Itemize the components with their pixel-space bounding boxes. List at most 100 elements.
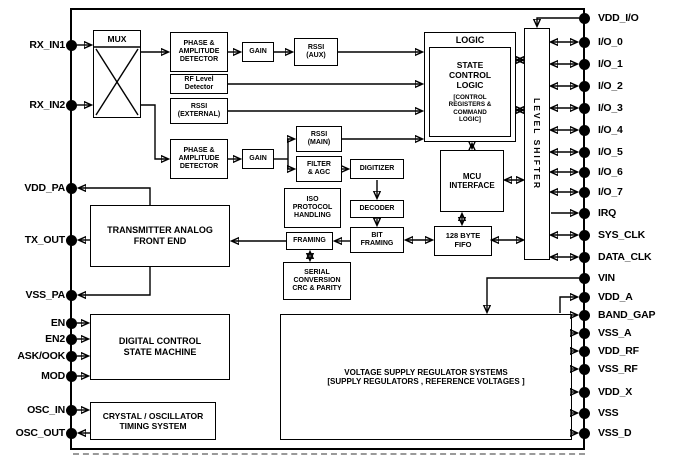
pin-io-5: I/O_5 [579, 146, 623, 158]
pin-label: ASK/OOK [17, 350, 65, 362]
pin-sys-clk: SYS_CLK [579, 229, 645, 241]
pin-dot [66, 427, 77, 439]
pin-label: VSS [598, 407, 619, 419]
pin-dot [66, 404, 77, 416]
pin-label: I/O_7 [598, 186, 623, 198]
pin-label: OSC_IN [27, 404, 65, 416]
pin-dot [579, 363, 590, 375]
pin-label: TX_OUT [24, 234, 65, 246]
rssi-external-block: RSSI (EXTERNAL) [170, 98, 228, 124]
mcu-interface-block: MCU INTERFACE [440, 150, 504, 212]
pin-dot [579, 386, 590, 398]
pin-io-6: I/O_6 [579, 166, 623, 178]
pin-vss: VSS [579, 407, 619, 419]
iso-protocol-block: ISO PROTOCOL HANDLING [284, 188, 341, 228]
fifo-block: 128 BYTE FIFO [434, 226, 492, 256]
pin-osc-in: OSC_IN [0, 404, 77, 416]
framing-block: FRAMING [286, 232, 333, 250]
pin-label: EN2 [45, 333, 65, 345]
pin-dot [579, 272, 590, 284]
pin-vss-pa: VSS_PA [0, 289, 77, 301]
pin-dot [579, 291, 590, 303]
decoder-block: DECODER [350, 200, 404, 218]
pin-label: MOD [41, 370, 65, 382]
pin-dot [579, 12, 590, 24]
rssi-main-block: RSSI (MAIN) [296, 126, 342, 152]
pin-label: VSS_A [598, 327, 632, 339]
pin-dot [579, 58, 590, 70]
pin-dot [579, 146, 590, 158]
pin-dot [579, 309, 590, 321]
pin-en: EN [0, 317, 77, 329]
pin-label: I/O_4 [598, 124, 623, 136]
gain-bottom-block: GAIN [242, 149, 274, 169]
pin-dot [579, 36, 590, 48]
mux-block: MUX [93, 30, 141, 118]
pin-io-1: I/O_1 [579, 58, 623, 70]
digital-control-block: DIGITAL CONTROL STATE MACHINE [90, 314, 230, 380]
pin-rx-in2: RX_IN2 [0, 99, 77, 111]
pin-dot [66, 350, 77, 362]
pin-osc-out: OSC_OUT [0, 427, 77, 439]
pin-dot [579, 407, 590, 419]
filter-agc-block: FILTER & AGC [296, 156, 342, 182]
pin-io-4: I/O_4 [579, 124, 623, 136]
pin-dot [66, 234, 77, 246]
pin-dot [66, 317, 77, 329]
pin-vdd-a: VDD_A [579, 291, 633, 303]
pin-dot [579, 124, 590, 136]
pin-dot [579, 345, 590, 357]
mux-label: MUX [107, 34, 127, 44]
pin-label: I/O_3 [598, 102, 623, 114]
pin-label: VSS_PA [25, 289, 66, 301]
pin-ask-ook: ASK/OOK [0, 350, 77, 362]
pin-dot [579, 427, 590, 439]
logic-block: LOGIC STATE CONTROL LOGIC [CONTROL REGIS… [424, 32, 516, 142]
pin-dot [579, 207, 590, 219]
bit-framing-block: BIT FRAMING [350, 227, 404, 253]
pin-label: VDD_I/O [598, 12, 639, 24]
pin-dot [579, 327, 590, 339]
pin-data-clk: DATA_CLK [579, 251, 652, 263]
logic-title: LOGIC [455, 35, 485, 45]
pin-label: I/O_0 [598, 36, 623, 48]
pin-dot [579, 166, 590, 178]
pin-dot [66, 39, 77, 51]
state-control-logic-block: STATE CONTROL LOGIC [CONTROL REGISTERS &… [429, 46, 511, 137]
pin-vss-d: VSS_D [579, 427, 632, 439]
pin-label: DATA_CLK [598, 251, 652, 263]
pin-label: I/O_5 [598, 146, 623, 158]
serial-conversion-block: SERIAL CONVERSION CRC & PARITY [283, 262, 351, 300]
pin-label: I/O_1 [598, 58, 623, 70]
pin-vss-rf: VSS_RF [579, 363, 638, 375]
digitizer-block: DIGITIZER [350, 159, 404, 179]
voltage-regulator-block: VOLTAGE SUPPLY REGULATOR SYSTEMS [SUPPLY… [280, 314, 572, 440]
pin-dot [579, 229, 590, 241]
rssi-aux-block: RSSI (AUX) [294, 38, 338, 66]
pin-vin: VIN [579, 272, 615, 284]
pin-label: I/O_2 [598, 80, 623, 92]
pin-band-gap: BAND_GAP [579, 309, 656, 321]
pin-label: SYS_CLK [598, 229, 646, 241]
pin-dot [579, 251, 590, 263]
gain-top-block: GAIN [242, 42, 274, 62]
pin-io-7: I/O_7 [579, 186, 623, 198]
pin-dot [66, 289, 77, 301]
pin-io-0: I/O_0 [579, 36, 623, 48]
pin-label: VIN [598, 272, 615, 284]
pin-label: VDD_RF [598, 345, 639, 357]
pin-dot [579, 186, 590, 198]
pin-vdd-x: VDD_X [579, 386, 632, 398]
pin-label: VDD_X [598, 386, 633, 398]
pin-label: VDD_PA [24, 182, 65, 194]
pin-label: BAND_GAP [598, 309, 656, 321]
pin-vdd-rf: VDD_RF [579, 345, 639, 357]
phase-amplitude-detector-bottom-block: PHASE & AMPLITUDE DETECTOR [170, 139, 228, 179]
pin-label: RX_IN2 [29, 99, 65, 111]
pin-irq: IRQ [579, 207, 616, 219]
pin-dot [579, 102, 590, 114]
pin-mod: MOD [0, 370, 77, 382]
pin-label: VDD_A [598, 291, 633, 303]
pin-vdd-pa: VDD_PA [0, 182, 77, 194]
